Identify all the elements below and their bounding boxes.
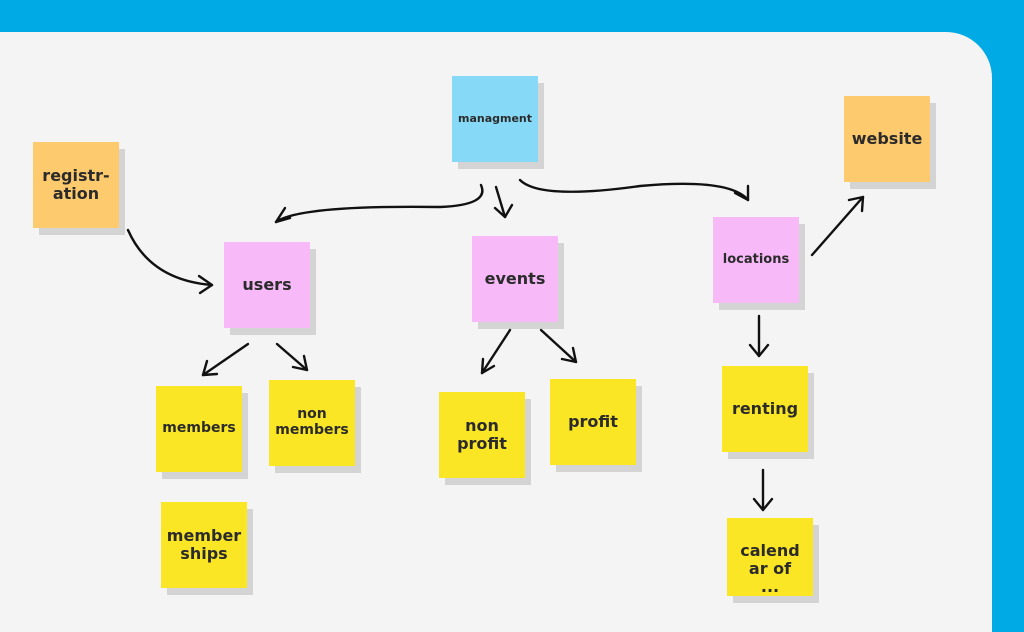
sticky-note-memberships[interactable]: member ships [161,502,247,588]
note-text: website [851,129,923,149]
sticky-note-profit[interactable]: profit [550,379,636,465]
note-text: profit [568,412,618,432]
note-text: locations [722,251,790,267]
sticky-note-renting[interactable]: renting [722,366,808,452]
note-text: non members [275,406,349,438]
note-text: member ships [166,526,242,563]
sticky-note-events[interactable]: events [472,236,558,322]
sticky-note-registration[interactable]: registr- ation [33,142,119,228]
sticky-note-managment[interactable]: managment [452,76,538,162]
note-text: calend ar of ... [740,541,800,596]
sticky-note-website[interactable]: website [844,96,930,182]
sticky-note-non-members[interactable]: non members [269,380,355,466]
note-text: users [242,275,292,295]
note-text: renting [731,399,799,419]
note-text: registr- ation [42,166,110,203]
sticky-note-members[interactable]: members [156,386,242,472]
note-text: events [484,269,546,289]
note-text: non profit [457,416,507,453]
sticky-note-locations[interactable]: locations [713,217,799,303]
note-text: managment [457,111,533,125]
sticky-note-non-profit[interactable]: non profit [439,392,525,478]
sticky-note-calendar[interactable]: calend ar of ... [727,518,813,596]
note-text: members [162,420,236,437]
sticky-note-users[interactable]: users [224,242,310,328]
